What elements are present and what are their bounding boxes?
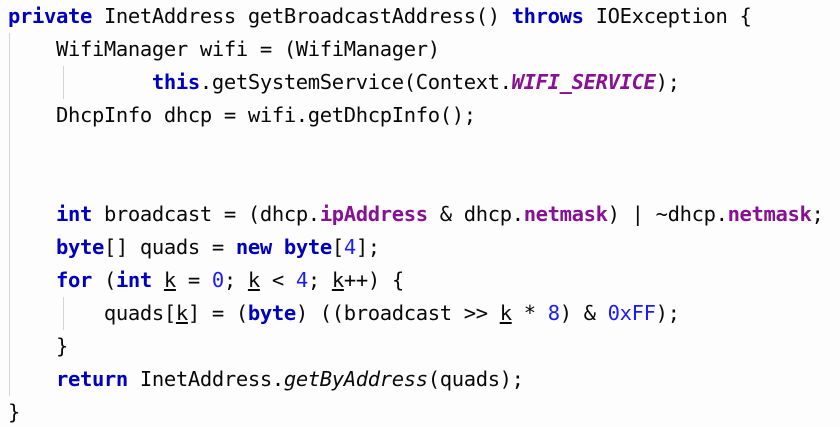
- code-token-plain: IOException {: [583, 4, 752, 28]
- code-token-keyword: int: [115, 268, 152, 292]
- code-token-plain: *: [511, 301, 548, 325]
- code-token-keyword: for: [55, 268, 92, 292]
- code-line[interactable]: for (int k = 0; k < 4; k++) {: [0, 264, 840, 297]
- code-line[interactable]: return InetAddress.getByAddress(quads);: [0, 363, 840, 396]
- code-token-plain: ;: [811, 202, 824, 226]
- code-token-plain: [8, 70, 152, 94]
- code-token-plain: }: [8, 334, 68, 358]
- code-token-keyword: return: [55, 367, 128, 391]
- code-token-static-field: WIFI_SERVICE: [511, 70, 656, 94]
- code-token-plain: [8, 202, 56, 226]
- code-token-local-var: k: [163, 268, 176, 292]
- code-line[interactable]: }: [0, 396, 840, 427]
- code-token-number: 4: [295, 268, 308, 292]
- code-token-plain: InetAddress.: [127, 367, 284, 391]
- code-token-number: 4: [343, 235, 356, 259]
- code-line[interactable]: [0, 165, 840, 198]
- code-token-plain: );: [655, 301, 680, 325]
- code-token-plain: broadcast = (dhcp.: [91, 202, 320, 226]
- code-line[interactable]: [0, 132, 840, 165]
- code-token-plain: [152, 268, 164, 292]
- code-token-plain: <: [259, 268, 296, 292]
- code-token-plain: DhcpInfo dhcp = wifi.getDhcpInfo();: [8, 103, 476, 127]
- code-token-keyword: private: [8, 4, 92, 28]
- code-token-static-method: getByAddress: [283, 367, 428, 391]
- code-line[interactable]: quads[k] = (byte) ((broadcast >> k * 8) …: [0, 297, 840, 330]
- code-token-keyword: this: [151, 70, 200, 94]
- code-token-field: netmask: [523, 202, 608, 226]
- code-token-plain: (quads);: [427, 367, 524, 391]
- code-token-plain: [: [331, 235, 344, 259]
- code-token-plain: }: [8, 400, 20, 424]
- code-token-plain: [] quads =: [103, 235, 236, 259]
- code-token-plain: (: [91, 268, 116, 292]
- code-token-plain: =: [175, 268, 212, 292]
- code-token-local-var: k: [331, 268, 344, 292]
- code-token-plain: [8, 268, 56, 292]
- code-token-plain: );: [655, 70, 680, 94]
- code-token-plain: ] = (: [187, 301, 248, 325]
- code-line[interactable]: DhcpInfo dhcp = wifi.getDhcpInfo();: [0, 99, 840, 132]
- code-token-plain: [272, 235, 284, 259]
- code-line[interactable]: private InetAddress getBroadcastAddress(…: [0, 0, 840, 33]
- code-token-local-var: k: [247, 268, 260, 292]
- code-line[interactable]: }: [0, 330, 840, 363]
- code-token-plain: ;: [307, 268, 332, 292]
- code-token-keyword: byte: [247, 301, 296, 325]
- code-token-plain: InetAddress getBroadcastAddress(): [91, 4, 512, 28]
- code-line[interactable]: WifiManager wifi = (WifiManager): [0, 33, 840, 66]
- code-token-plain: quads[: [8, 301, 176, 325]
- code-token-keyword: new: [235, 235, 272, 259]
- code-token-plain: WifiManager wifi = (WifiManager): [8, 37, 440, 61]
- code-line[interactable]: this.getSystemService(Context.WIFI_SERVI…: [0, 66, 840, 99]
- code-token-keyword: throws: [511, 4, 584, 28]
- code-token-number: 0: [211, 268, 224, 292]
- code-token-plain: & dhcp.: [427, 202, 524, 226]
- code-token-plain: ++) {: [343, 268, 404, 292]
- code-token-number: 8: [547, 301, 560, 325]
- code-line[interactable]: byte[] quads = new byte[4];: [0, 231, 840, 264]
- code-token-field: netmask: [727, 202, 812, 226]
- code-token-plain: ;: [223, 268, 248, 292]
- code-token-plain: ) | ~dhcp.: [607, 202, 728, 226]
- code-token-plain: ];: [355, 235, 380, 259]
- code-line[interactable]: int broadcast = (dhcp.ipAddress & dhcp.n…: [0, 198, 840, 231]
- code-token-local-var: k: [175, 301, 188, 325]
- code-token-plain: .getSystemService(Context.: [199, 70, 512, 94]
- code-token-local-var: k: [499, 301, 512, 325]
- code-token-plain: [8, 367, 56, 391]
- code-token-plain: [8, 235, 56, 259]
- code-token-keyword: byte: [283, 235, 332, 259]
- code-token-field: ipAddress: [319, 202, 428, 226]
- indent-guide: [9, 165, 10, 198]
- code-token-keyword: byte: [55, 235, 104, 259]
- code-token-plain: ) &: [559, 301, 608, 325]
- code-token-keyword: int: [55, 202, 92, 226]
- indent-guide: [9, 132, 10, 165]
- code-token-plain: ) ((broadcast >>: [295, 301, 500, 325]
- code-token-number: 0xFF: [607, 301, 656, 325]
